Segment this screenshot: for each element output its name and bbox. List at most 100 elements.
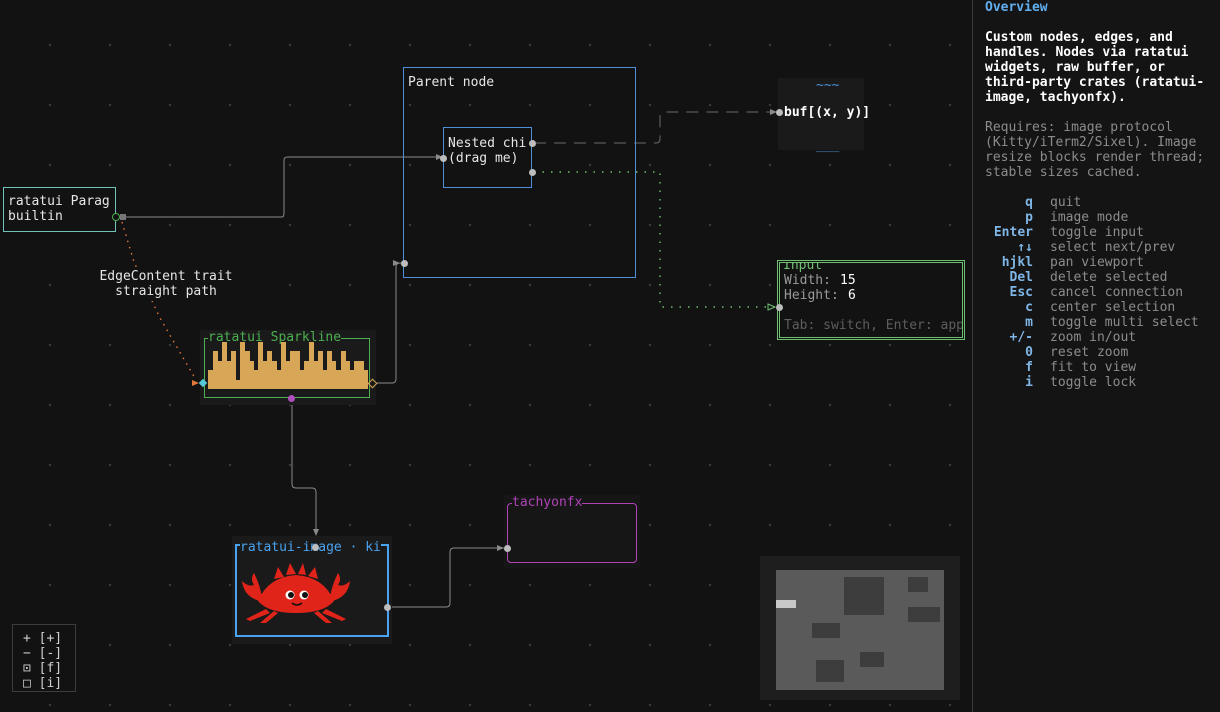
keybinding-desc: toggle input: [1050, 225, 1144, 240]
node-sparkline-title: ratatui Sparkline: [208, 330, 342, 345]
node-tachyonfx-title: tachyonfx: [512, 495, 583, 510]
keybinding-desc: zoom in/out: [1050, 330, 1137, 345]
sparkline-bar: [313, 361, 319, 389]
sparkline-bar: [240, 342, 246, 389]
sparkline-bar: [317, 351, 323, 389]
minimap-node: [812, 623, 840, 638]
keybinding-key: f: [1025, 360, 1033, 375]
input-height-label: Height:: [784, 288, 839, 303]
minimap-node: [860, 652, 884, 667]
handle-buf-in[interactable]: [776, 109, 783, 116]
edge-arrow: [767, 303, 777, 311]
minimap-node: [908, 577, 928, 592]
sparkline-bar: [244, 351, 250, 389]
sparkline-bar: [304, 361, 310, 389]
lock-button[interactable]: □ [i]: [23, 676, 63, 691]
panel-title: Overview: [985, 0, 1048, 15]
node-input[interactable]: Input Width: 15 Height: 6 Tab: switch, E…: [777, 260, 965, 340]
node-parent[interactable]: Parent node: [403, 67, 636, 278]
sparkline-bar: [272, 361, 278, 389]
keybinding-key: c: [1025, 300, 1033, 315]
zoom-controls: + [+] − [-] ⊡ [f] □ [i]: [12, 624, 76, 692]
keybinding-row: +/-zoom in/out: [973, 330, 1220, 345]
keybinding-key: Del: [1009, 270, 1033, 285]
keybinding-key: hjkl: [1001, 255, 1033, 270]
node-tachyonfx[interactable]: tachyonfx: [504, 495, 640, 568]
node-buf-top: ~~~: [816, 78, 840, 93]
edge-arrow: [393, 260, 400, 266]
handle-paragraph-out[interactable]: [112, 213, 120, 221]
edges-layer: [120, 109, 777, 608]
minimap-node: [844, 577, 884, 615]
keybinding-key: Esc: [1009, 285, 1033, 300]
node-ratatui-image[interactable]: ratatui-image · ki: [232, 536, 392, 644]
node-input-title: Input: [783, 260, 823, 273]
keybinding-desc: toggle multi select: [1050, 315, 1199, 330]
handle-paragraph-square[interactable]: [120, 214, 126, 220]
graph-canvas[interactable]: ratatui Parag builtin EdgeContent trait …: [0, 0, 972, 712]
edge-image-tachyonfx: [388, 547, 504, 608]
sparkline-bar: [308, 342, 314, 389]
sparkline-bar: [276, 370, 282, 389]
keybinding-key: m: [1025, 315, 1033, 330]
node-nested-line2: (drag me): [448, 151, 519, 166]
edge-label-line1: EdgeContent trait: [99, 269, 233, 284]
minimap-area: [776, 570, 944, 690]
node-nested-child[interactable]: Nested chi (drag me): [443, 127, 532, 188]
handle-sparkline-bottom[interactable]: [288, 395, 295, 402]
handle-nested-out-bottom[interactable]: [529, 169, 536, 176]
ferris-crab-image: [242, 563, 350, 623]
handle-input-in[interactable]: [776, 304, 783, 311]
edge-content-label: EdgeContent trait straight path: [86, 269, 246, 301]
panel-description: Custom nodes, edges, and handles. Nodes …: [985, 30, 1205, 105]
edge-arrow: [436, 154, 443, 160]
keybinding-desc: toggle lock: [1050, 375, 1137, 390]
keybinding-key: p: [1025, 210, 1033, 225]
keybinding-key: q: [1025, 195, 1033, 210]
handle-nested-in[interactable]: [440, 155, 447, 162]
sparkline-bar: [281, 342, 287, 389]
sparkline-bar: [345, 361, 351, 389]
handle-nested-out-top[interactable]: [529, 140, 536, 147]
input-width-label: Width:: [784, 273, 831, 288]
input-height-value[interactable]: 6: [848, 288, 856, 303]
minimap[interactable]: [760, 556, 960, 700]
node-sparkline[interactable]: ratatui Sparkline: [200, 330, 376, 405]
node-paragraph-line2: builtin: [8, 209, 63, 224]
handle-tachyonfx-in[interactable]: [504, 545, 511, 552]
node-ratatui-paragraph[interactable]: ratatui Parag builtin: [3, 187, 116, 232]
keybinding-desc: delete selected: [1050, 270, 1168, 285]
fit-view-button[interactable]: ⊡ [f]: [23, 661, 63, 676]
keybinding-desc: fit to view: [1050, 360, 1137, 375]
sparkline-bar: [326, 351, 332, 389]
edge-sparkline-parent: [372, 262, 404, 384]
node-buf-label: buf[(x, y)]: [784, 105, 871, 120]
sparkline-bar: [226, 361, 232, 389]
keybinding-row: f fit to view: [973, 360, 1220, 375]
tachyonfx-frame: [507, 503, 637, 563]
sparkline-bar: [363, 370, 369, 389]
keybinding-row: m toggle multi select: [973, 315, 1220, 330]
handle-parent-in[interactable]: [401, 260, 408, 267]
handle-image-top[interactable]: [312, 544, 319, 551]
edge-paragraph-sparkline: [121, 221, 197, 381]
sparkline-bar: [331, 361, 337, 389]
keybinding-key: ↑↓: [1017, 240, 1033, 255]
keybinding-row: ↑↓select next/prev: [973, 240, 1220, 255]
overview-panel: Overview Custom nodes, edges, and handle…: [972, 0, 1220, 712]
input-width-value[interactable]: 15: [840, 273, 856, 288]
handle-image-out[interactable]: [384, 604, 391, 611]
sparkline-bar: [285, 361, 291, 389]
zoom-in-button[interactable]: + [+]: [23, 631, 63, 646]
zoom-out-button[interactable]: − [-]: [23, 646, 63, 661]
node-nested-line1: Nested chi: [448, 136, 527, 151]
node-raw-buffer[interactable]: ~~~ buf[(x, y)] ___: [778, 78, 870, 153]
node-parent-title: Parent node: [408, 75, 495, 90]
keybinding-key: Enter: [993, 225, 1033, 240]
keybinding-desc: quit: [1050, 195, 1082, 210]
